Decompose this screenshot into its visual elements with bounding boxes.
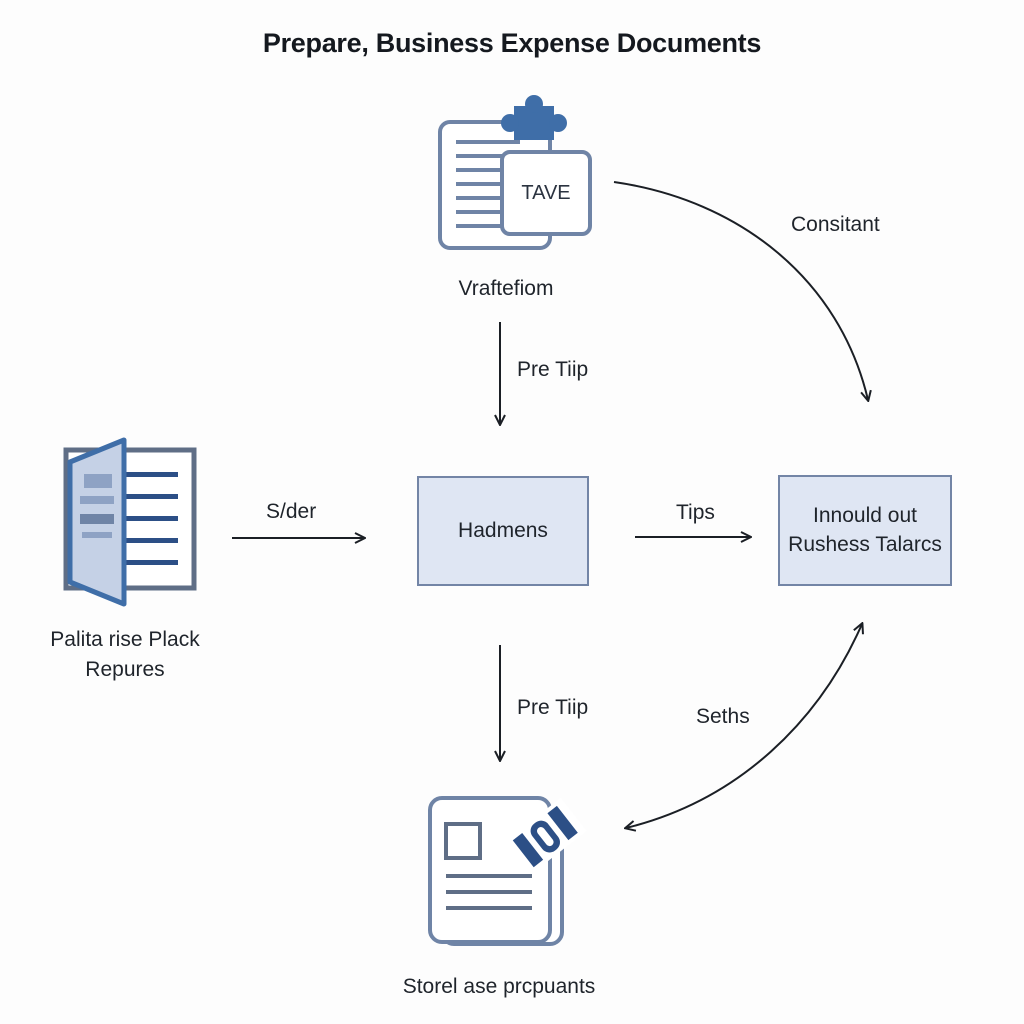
top-icon-label: Vraftefiom xyxy=(458,277,554,300)
arrow-top-to-right xyxy=(613,181,868,400)
left-to-center-label: S/der xyxy=(266,500,317,523)
top-card-text: TAVE xyxy=(521,182,571,204)
left-icon-label-line2: Repures xyxy=(85,658,165,681)
bottom-icon-label: Storel ase prcpuants xyxy=(402,975,596,998)
right-bottom-label: Seths xyxy=(696,705,750,728)
puzzle-icon xyxy=(501,95,567,140)
center-to-bottom-label: Pre Tiip xyxy=(517,696,589,719)
right-process-box: Innould out Rushess Talarcs xyxy=(778,475,952,586)
center-to-right-label: Tips xyxy=(676,501,715,524)
center-box-label: Hadmens xyxy=(458,518,548,542)
right-box-line2: Rushess Talarcs xyxy=(788,532,942,556)
stored-document-icon xyxy=(428,796,587,946)
center-process-box: Hadmens xyxy=(417,476,589,586)
document-stack-icon xyxy=(438,95,592,250)
top-to-right-label: Consitant xyxy=(791,213,880,236)
top-to-center-label: Pre Tiip xyxy=(517,358,589,381)
binary-tag-icon xyxy=(507,797,587,873)
right-box-line1: Innould out xyxy=(813,504,917,528)
folder-document-icon xyxy=(63,437,197,607)
diagram-title: Prepare, Business Expense Documents xyxy=(262,28,762,58)
arrow-right-bottom xyxy=(626,624,862,828)
left-icon-label-line1: Palita rise Plack xyxy=(50,628,200,651)
